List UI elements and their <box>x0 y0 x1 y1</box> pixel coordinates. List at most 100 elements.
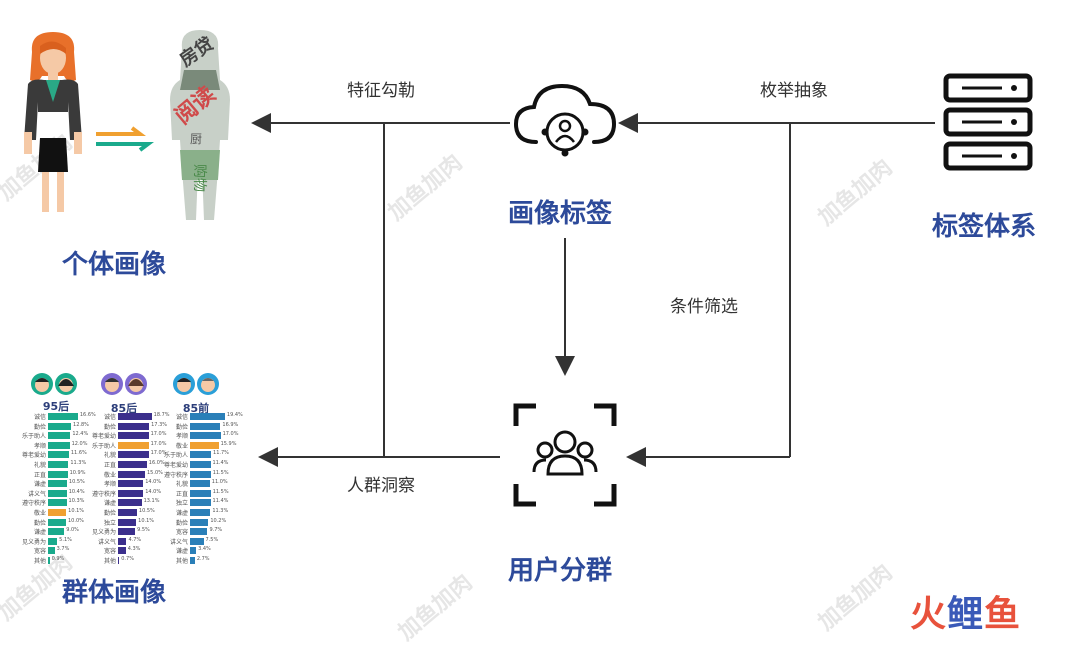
group-bar-label: 谦虚 <box>175 548 188 556</box>
group-bar-label: 乐于助人 <box>21 433 46 441</box>
group-bar <box>118 422 150 430</box>
group-bar-value: 0.7% <box>121 556 134 562</box>
group-bar-label: 谦虚 <box>103 500 116 508</box>
group-bar-value: 10.9% <box>69 469 86 476</box>
group-bar-label: 诚信 <box>103 414 116 421</box>
group-bar <box>118 537 127 545</box>
column-header: 85后 <box>110 402 138 415</box>
group-bar-label: 正直 <box>33 471 46 479</box>
group-bar <box>190 451 212 459</box>
group-bar-label: 讲义气 <box>27 490 46 498</box>
avatar-pair-icon <box>31 373 77 395</box>
group-bar <box>48 441 70 449</box>
column-header: 95后 <box>42 400 70 413</box>
group-bar-row: 乐于助人 17.0% <box>88 441 167 450</box>
user-segment-label: 用户分群 <box>508 556 613 586</box>
group-bar-value: 11.5% <box>212 469 229 476</box>
edge-label-enumerate: 枚举抽象 <box>760 81 828 101</box>
group-bar-row: 谦虚 13.1% <box>88 498 159 508</box>
group-bar <box>118 441 149 449</box>
group-bar <box>48 537 58 545</box>
group-bar-label: 遵守秩序 <box>163 471 188 479</box>
group-bar-value: 10.1% <box>68 508 85 514</box>
group-bar-value: 17.0% <box>150 450 167 457</box>
group-bar <box>190 489 211 497</box>
group-bar-label: 勤俭 <box>103 510 116 517</box>
group-bar <box>190 480 210 488</box>
group-bar-label: 孝顺 <box>33 442 46 450</box>
group-bar-label: 孝顺 <box>175 433 188 441</box>
group-bar-label: 其他 <box>175 558 188 565</box>
group-bar <box>118 528 136 536</box>
connector-lines <box>251 113 935 467</box>
group-bar-row: 正直 10.9% <box>18 470 86 479</box>
group-bar <box>118 499 142 507</box>
word-cloud-word: 厨 <box>190 132 203 146</box>
group-bar-value: 13.1% <box>143 498 160 505</box>
group-bar-value: 4.7% <box>128 536 142 543</box>
group-bar-value: 17.0% <box>150 440 167 447</box>
group-bar-value: 11.5% <box>212 488 229 495</box>
group-bar <box>48 413 78 420</box>
group-bar-value: 12.4% <box>72 431 89 438</box>
group-bar <box>190 528 208 536</box>
group-bar-value: 9.7% <box>209 527 223 534</box>
edge-label-condition-filter: 条件筛选 <box>670 297 738 317</box>
group-bar-label: 孝顺 <box>103 481 116 489</box>
group-bar <box>118 413 152 420</box>
group-bar-value: 14.0% <box>145 488 162 495</box>
group-bar-label: 其他 <box>33 558 46 565</box>
group-bar-value: 16.0% <box>148 460 165 466</box>
group-bar-label: 勤俭 <box>175 519 188 527</box>
group-bar-label: 正直 <box>103 462 116 469</box>
group-bar-value: 3.7% <box>56 546 70 553</box>
group-bar-label: 见义勇为 <box>91 529 116 537</box>
group-bar-label: 谦虚 <box>33 529 46 537</box>
server-stack-icon <box>943 73 1033 171</box>
group-bar-label: 宽容 <box>33 548 46 556</box>
group-bar-label: 礼貌 <box>33 462 46 469</box>
group-bar <box>118 480 144 488</box>
brand-char-1: 火 <box>910 594 948 635</box>
group-bar <box>190 509 211 516</box>
group-bar-label: 遵守秩序 <box>91 490 116 498</box>
group-bar <box>48 528 65 536</box>
group-bar-value: 10.5% <box>138 508 155 514</box>
group-bar-label: 礼貌 <box>175 481 188 489</box>
group-bar <box>48 422 72 430</box>
group-bar-value: 9.0% <box>66 527 79 534</box>
group-bar <box>48 432 71 440</box>
group-bar <box>48 451 69 459</box>
group-bar-label: 勤俭 <box>175 423 188 431</box>
group-bar <box>118 547 126 555</box>
group-bar-label: 诚信 <box>33 414 46 421</box>
group-bar-label: 乐于助人 <box>91 442 116 450</box>
group-bar <box>190 499 211 507</box>
group-bar-value: 5.1% <box>59 536 72 543</box>
tag-system-label: 标签体系 <box>932 212 1037 242</box>
group-bar-value: 10.0% <box>68 517 84 524</box>
group-bar-row: 谦虚 9.0% <box>18 527 86 536</box>
group-bar-row: 遵守秩序 14.0% <box>88 489 161 498</box>
group-bar <box>190 537 204 545</box>
